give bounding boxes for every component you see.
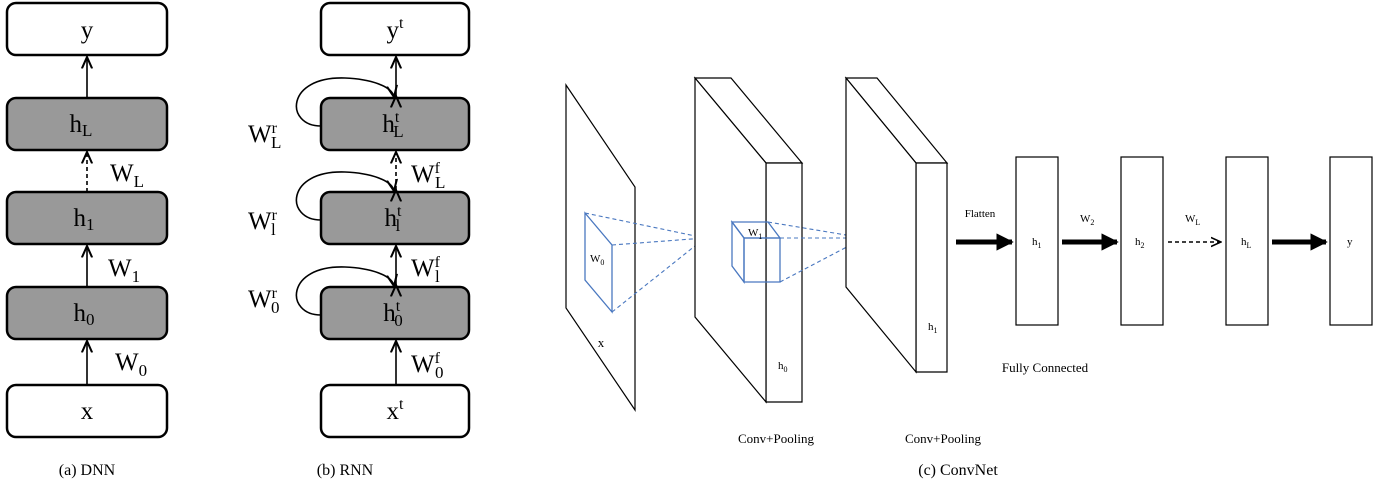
- dnn-weight-W0: W0: [115, 349, 147, 380]
- fc-hL-label: hL: [1241, 236, 1252, 250]
- fc-wL-label: WL: [1185, 213, 1200, 227]
- fc-w2-label: W2: [1080, 213, 1094, 227]
- w1-proj-line: [767, 221, 865, 239]
- dnn-weight-WL: WL: [110, 160, 144, 191]
- fc-y-label: y: [1347, 236, 1353, 248]
- dnn-caption: (a) DNN: [59, 462, 116, 479]
- conv1-h0-label: h0: [778, 360, 788, 374]
- conv2-h1-label: h1: [928, 321, 938, 335]
- convnet-panel: x W0 h0 W1 h1 Conv+Pooling Conv+Pooling …: [565, 76, 1373, 479]
- rnn-loop-h0: [295, 266, 394, 316]
- rnn-caption: (b) RNN: [317, 462, 374, 479]
- dnn-h1-label: h1: [74, 205, 95, 234]
- input-x-label: x: [598, 335, 605, 350]
- fc-h1-box: [1015, 156, 1059, 326]
- rnn-x-box: [319, 383, 471, 439]
- w0-label: W0: [590, 253, 604, 267]
- conv1-side: [694, 76, 767, 404]
- dnn-hL-label: hL: [70, 111, 93, 140]
- dnn-y-label: y: [81, 17, 94, 44]
- fc-hL-box: [1225, 156, 1269, 326]
- conv2-front: [915, 162, 948, 373]
- rnn-loop-h1: [295, 171, 394, 221]
- dnn-y-box: [5, 1, 169, 57]
- fc-h2-box: [1120, 156, 1164, 326]
- w1-label: W1: [748, 227, 762, 241]
- w0-proj-line: [611, 237, 706, 313]
- fully-connected-label: Fully Connected: [1002, 360, 1089, 375]
- flatten-label: Flatten: [965, 208, 996, 220]
- conv2-side: [845, 76, 917, 374]
- rnn-y-box: [319, 1, 471, 57]
- conv-pooling-label-1: Conv+Pooling: [738, 431, 814, 446]
- dnn-panel: y hL h1 h0 x WL W1 W0 (a) DNN: [5, 1, 169, 479]
- dnn-h0-label: h0: [74, 300, 95, 329]
- input-plane: [565, 83, 636, 412]
- convnet-caption: (c) ConvNet: [918, 462, 998, 479]
- fc-h1-label: h1: [1032, 236, 1042, 250]
- dnn-weight-W1: W1: [108, 255, 140, 286]
- rnn-y-label: yt: [387, 15, 405, 44]
- conv-pooling-label-2: Conv+Pooling: [905, 431, 981, 446]
- dnn-x-label: x: [81, 398, 94, 425]
- w0-proj-line: [611, 237, 706, 246]
- rnn-x-label: xt: [387, 396, 405, 425]
- fc-y-box: [1329, 156, 1373, 326]
- rnn-loop-hL: [295, 77, 394, 127]
- fc-h2-label: h2: [1135, 236, 1145, 250]
